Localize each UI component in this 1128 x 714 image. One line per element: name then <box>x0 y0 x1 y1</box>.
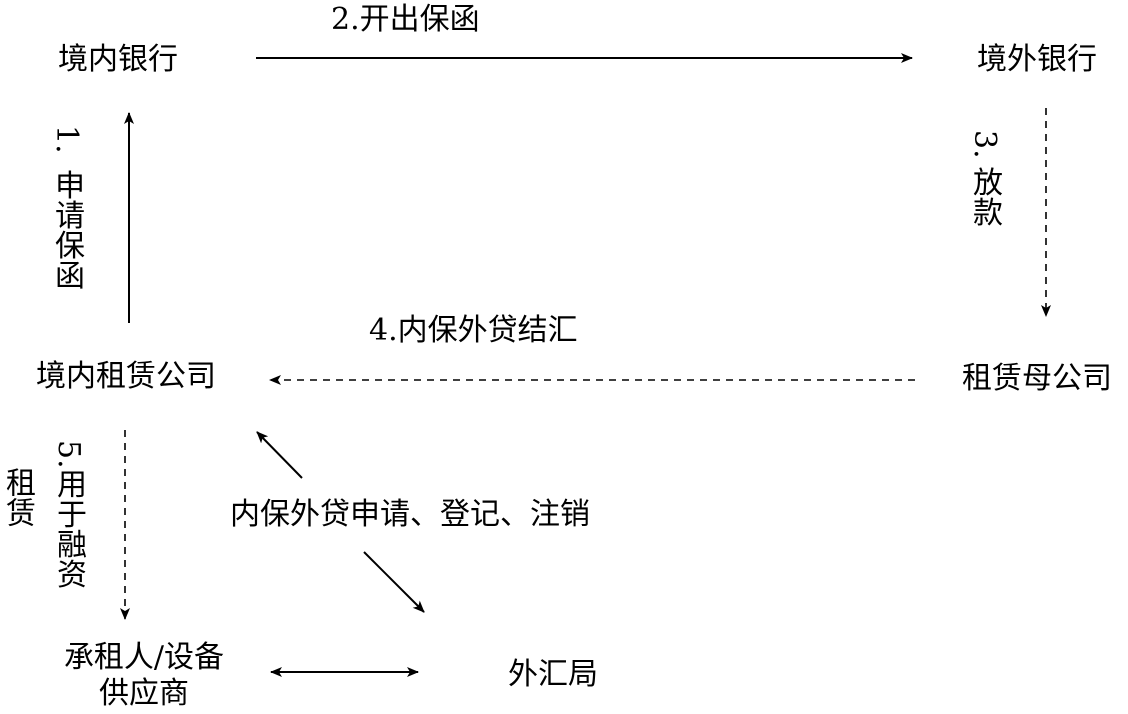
lessee-line-1: 承租人/设备 <box>63 640 225 675</box>
node-domestic-bank: 境内银行 <box>58 42 178 77</box>
lessee-line-2: 供应商 <box>99 676 189 711</box>
node-foreign-bank: 境外银行 <box>977 42 1097 77</box>
label-financing: 5.用于融资 <box>51 440 86 589</box>
node-lessee-supplier: 承租人/设备 供应商 <box>56 640 232 712</box>
label-issue-guarantee: 2.开出保函 <box>331 2 480 37</box>
label-apply-guarantee: 1. 申请保函 <box>49 125 84 290</box>
label-registration: 内保外贷申请、登记、注销 <box>230 497 590 532</box>
label-apply-guarantee-text: 申请保函 <box>49 169 84 290</box>
label-financing-number: 5. <box>51 440 86 469</box>
node-domestic-leasing-company: 境内租赁公司 <box>36 359 216 394</box>
label-loan-number: 3. <box>967 130 1002 159</box>
arrow-registration-to-leasing <box>256 431 303 479</box>
label-loan: 3. 放款 <box>967 130 1002 227</box>
node-parent-leasing-company: 租赁母公司 <box>962 361 1112 396</box>
label-apply-guarantee-number: 1. <box>49 125 84 154</box>
label-financing-text: 用于融资 <box>51 468 86 589</box>
label-lease: 租赁 <box>0 467 35 527</box>
arrow-registration-to-forex <box>363 551 425 613</box>
label-settlement: 4.内保外贷结汇 <box>369 313 578 348</box>
label-loan-text: 放款 <box>967 166 1002 227</box>
node-forex-bureau: 外汇局 <box>508 657 598 692</box>
